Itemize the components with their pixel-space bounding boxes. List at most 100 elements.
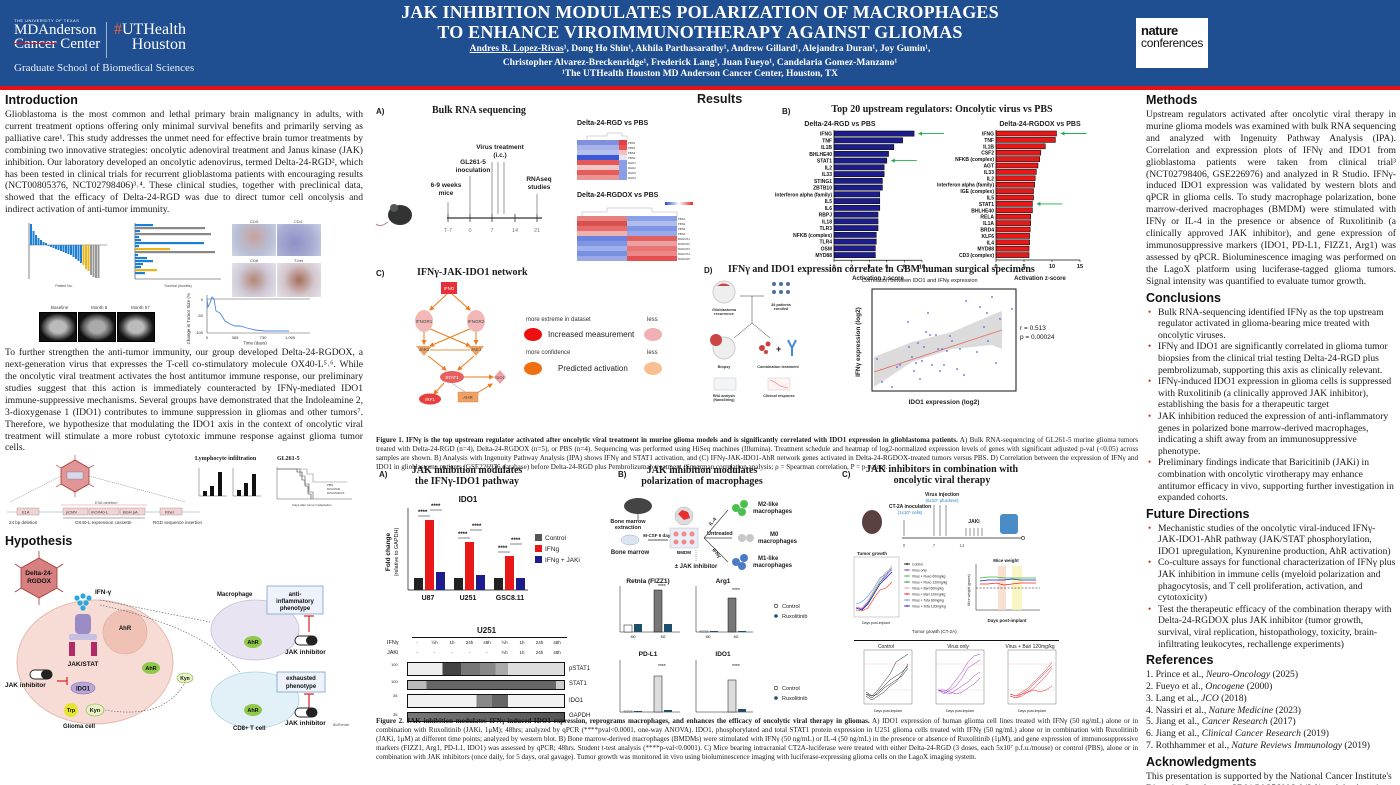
svg-text:14: 14: [512, 228, 518, 234]
svg-text:STAT1: STAT1: [817, 159, 832, 165]
western-jak-timepoint: 1h: [519, 650, 525, 655]
svg-text:M2: M2: [661, 635, 666, 639]
svg-text:730: 730: [260, 335, 267, 340]
svg-text:38 patients: 38 patients: [771, 303, 791, 307]
reference-item: 6. Jiang et al., Clinical Cancer Researc…: [1146, 728, 1329, 740]
svg-text:recurrence: recurrence: [714, 312, 734, 316]
virus-construct-diagram: E1A pCMV mOX40-L BGH pA Fiber E3A deleti…: [7, 455, 203, 525]
svg-text:M0: M0: [706, 635, 711, 639]
svg-text:PD-L1: PD-L1: [639, 651, 658, 658]
svg-text:Time (days): Time (days): [243, 341, 267, 346]
bar: [995, 162, 1039, 169]
svg-text:15: 15: [1077, 264, 1083, 270]
svg-text:Delta-24-RGD vs PBS: Delta-24-RGD vs PBS: [804, 121, 876, 128]
bar: [833, 150, 889, 157]
bar: [833, 231, 877, 238]
title-line-2: TO ENHANCE VIROIMMUNOTHERAPY AGAINST GLI…: [437, 22, 963, 42]
svg-text:Retnla (FIZZ1): Retnla (FIZZ1): [626, 578, 669, 585]
svg-text:-100: -100: [195, 330, 204, 335]
western-jak-timepoint: -: [468, 650, 471, 655]
svg-text:Virus treatment: Virus treatment: [476, 144, 524, 151]
svg-text:Virus + Bari 60mg/kg: Virus + Bari 60mg/kg: [912, 586, 944, 590]
mri-panel: Baseline Month 8 Month 57: [39, 305, 159, 343]
svg-text:IFNγ expression (log2): IFNγ expression (log2): [855, 307, 862, 377]
svg-text:BioRender: BioRender: [333, 723, 350, 727]
bar: [995, 156, 1040, 162]
ihc-image-cd4: [277, 224, 321, 257]
svg-text:D24-RGDOX: D24-RGDOX: [327, 491, 345, 495]
acknowledgments-text: This presentation is supported by the Na…: [1146, 770, 1392, 785]
fig1-d-label: D): [704, 266, 713, 275]
svg-text:IFNγ: IFNγ: [710, 547, 722, 559]
bar: [833, 225, 879, 231]
bar: [995, 188, 1034, 194]
svg-text:****: ****: [658, 664, 666, 670]
bar: [833, 198, 881, 204]
svg-text:RNA analysis: RNA analysis: [713, 394, 735, 398]
svg-text:PBS1: PBS1: [678, 217, 686, 221]
svg-text:GL261-5: GL261-5: [460, 159, 486, 166]
svg-text:IL1B: IL1B: [821, 145, 832, 151]
conclusion-item: Preliminary findings indicate that Baric…: [1146, 457, 1396, 503]
band-pstat1: [407, 662, 565, 676]
swimmer-plot: Survival (months): [134, 223, 221, 288]
figure1-caption: Figure 1. IFNγ is the top upstream regul…: [376, 436, 1138, 471]
svg-text:T-7: T-7: [444, 228, 452, 234]
fig2-a-label: A): [379, 470, 388, 479]
references-heading: References: [1146, 653, 1214, 668]
rgd-bar-chart: IFNGTNFIL1BBHLHE40STAT1IL2IL33STING1ZBTB…: [775, 130, 945, 270]
intro-paragraph-1: Glioblastoma is the most common and leth…: [5, 109, 363, 216]
svg-text:6-9 weeks: 6-9 weeks: [431, 182, 462, 189]
ido1-qpcr-chart: IDO1 Fold change (relative to GAPDH) ***…: [385, 495, 580, 602]
svg-text:Activation z-score: Activation z-score: [852, 276, 904, 282]
bar: [995, 143, 1046, 150]
svg-text:Combination treatment: Combination treatment: [757, 365, 799, 369]
svg-text:PBS3: PBS3: [678, 227, 686, 231]
western-ifn-timepoint: 24h: [535, 640, 544, 645]
scatter-title: Correlation between IDO1 and IFNγ expres…: [862, 278, 978, 284]
western-jak-timepoint: -: [433, 650, 436, 655]
svg-text:macrophages: macrophages: [753, 563, 793, 569]
ihc-panel: CD3 CD4 CD8 T-bet: [232, 219, 324, 298]
svg-text:RGDOX: RGDOX: [27, 578, 52, 585]
svg-text:****: ****: [498, 546, 508, 552]
western-ifn-timepoint: -: [416, 640, 418, 645]
svg-text:21: 21: [534, 228, 540, 234]
future-item: Co-culture assays for functional charact…: [1146, 557, 1396, 603]
svg-text:IFNG: IFNG: [982, 132, 994, 138]
svg-text:24 bp deletion: 24 bp deletion: [9, 520, 38, 525]
svg-text:Biopsy: Biopsy: [718, 365, 732, 369]
institution-logos: THE UNIVERSITY OF TEXAS MDAnderson Cance…: [14, 14, 234, 74]
svg-text:JAKi: JAKi: [968, 519, 980, 525]
svg-text:0: 0: [468, 228, 471, 234]
bar: [833, 204, 881, 211]
bar: [995, 149, 1042, 156]
svg-text:Days post-implant: Days post-implant: [987, 618, 1027, 623]
svg-text:AhR: AhR: [145, 666, 156, 672]
svg-text:Virus injection: Virus injection: [925, 492, 959, 498]
ut-label: THE UNIVERSITY OF TEXAS: [14, 18, 80, 23]
heatmap2-title: Delta-24-RGDOX vs PBS: [577, 192, 659, 199]
svg-text:Mice weight (grams): Mice weight (grams): [967, 574, 971, 606]
svg-text:(1x10⁵ cells): (1x10⁵ cells): [898, 510, 923, 515]
svg-text:Days post-implant: Days post-implant: [862, 621, 890, 625]
fig1-d-title: IFNγ and IDO1 expression correlate in GB…: [728, 264, 1035, 275]
ihc-image-cd3: [232, 224, 276, 257]
svg-text:E1A: E1A: [22, 510, 30, 515]
svg-text:Bone marrow: Bone marrow: [610, 519, 646, 525]
ihc-image-cd8: [232, 263, 276, 298]
svg-text:10: 10: [919, 264, 925, 270]
svg-text:(relative to GAPDH): (relative to GAPDH): [394, 528, 400, 577]
upstream-regulators-charts: Delta-24-RGD vs PBS Delta-24-RGDOX vs PB…: [775, 121, 1087, 282]
bar: [833, 245, 876, 252]
svg-text:IFNG: IFNG: [820, 132, 832, 138]
svg-text:JAK inhibitor: JAK inhibitor: [285, 720, 326, 727]
svg-text:STAT1: STAT1: [979, 202, 994, 208]
bar: [995, 130, 1057, 137]
band-stat1: [407, 680, 565, 690]
svg-text:CSF2: CSF2: [981, 151, 994, 157]
